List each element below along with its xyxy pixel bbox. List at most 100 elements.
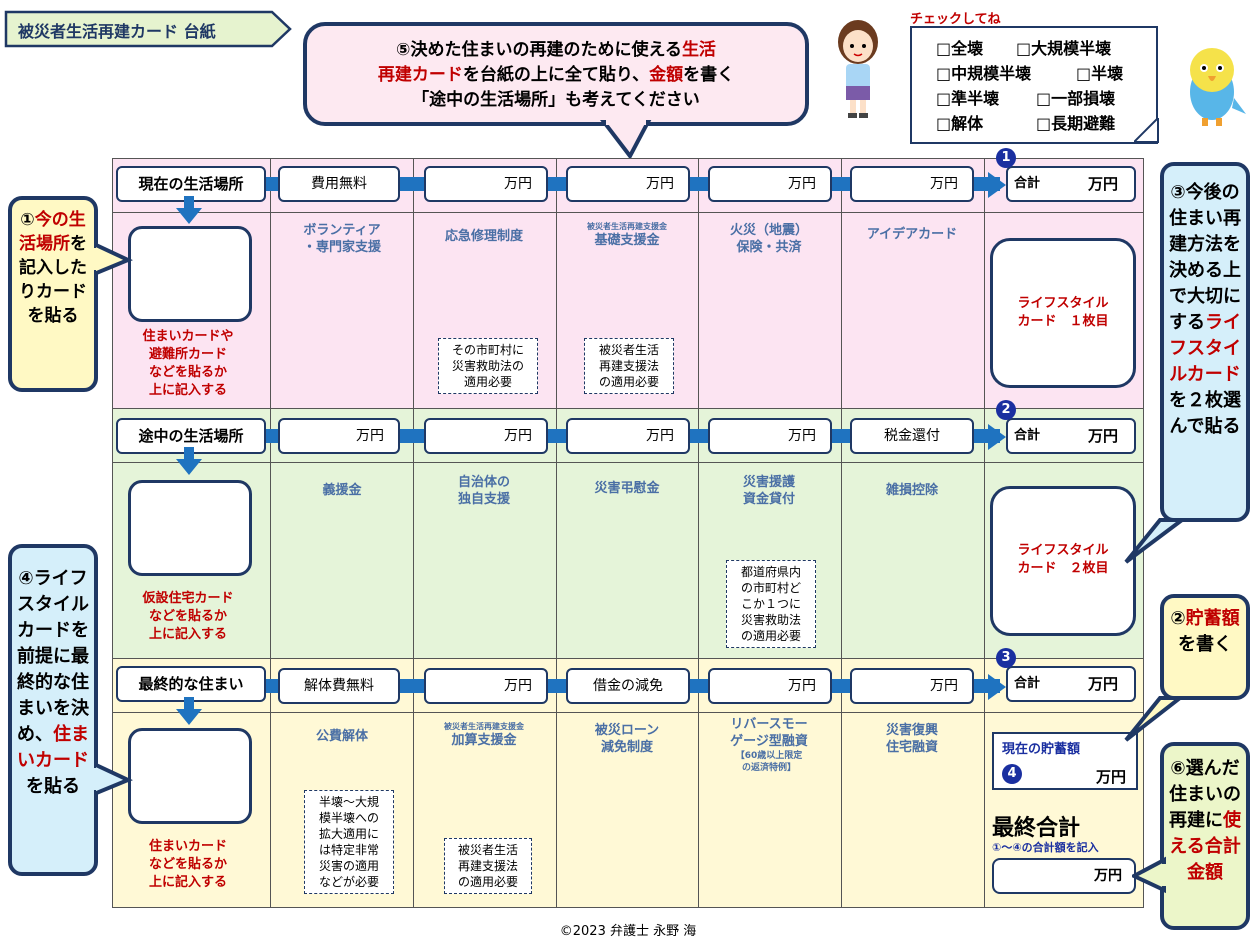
down-arrow-icon bbox=[176, 196, 202, 224]
marker-4-icon: 4 bbox=[1002, 764, 1022, 784]
amount-box[interactable]: 万円 bbox=[424, 418, 548, 454]
category-casualty-deduction: 雑損控除 bbox=[885, 483, 938, 498]
savings-label: 現在の貯蓄額 bbox=[1002, 742, 1081, 757]
checklist-title: チェックしてね bbox=[910, 12, 1001, 27]
subtotal-unit: 万円 bbox=[1087, 675, 1118, 693]
savings-box[interactable]: 現在の貯蓄額 4 万円 bbox=[992, 732, 1138, 790]
amount-box[interactable]: 万円 bbox=[708, 418, 832, 454]
side-note-text: ② bbox=[1170, 608, 1186, 629]
checkbox-ichibu[interactable]: □一部損壊 bbox=[1036, 89, 1116, 108]
side-note-pointer bbox=[94, 761, 133, 797]
marker-1-icon: 1 bbox=[996, 148, 1016, 168]
title-tag-shape bbox=[4, 10, 292, 48]
amount-box[interactable]: 万円 bbox=[566, 166, 690, 202]
row-label-final: 最終的な住まい bbox=[116, 666, 266, 702]
category-reverse-mortgage: リバースモー ゲージ型融資【60歳以上限定 の返済特例】 bbox=[700, 716, 838, 774]
category-small-caption: 被災者生活再建支援金 bbox=[587, 222, 667, 231]
checkbox-hankai[interactable]: □半壊 bbox=[1076, 64, 1124, 83]
grid-line bbox=[112, 462, 1144, 463]
amount-box[interactable]: 万円 bbox=[850, 166, 974, 202]
subtotal-box-3[interactable]: 合計万円 bbox=[1006, 666, 1136, 702]
amount-box[interactable]: 万円 bbox=[278, 418, 400, 454]
side-note-highlight: 住まいカード bbox=[17, 724, 89, 771]
side-note-1: ①今の生活場所を記入したりカードを貼る bbox=[8, 196, 98, 392]
grid-line bbox=[841, 158, 842, 908]
marker-2-icon: 2 bbox=[996, 400, 1016, 420]
category-extra-note: 【60歳以上限定 の返済特例】 bbox=[735, 751, 803, 773]
callout-pointer bbox=[600, 120, 652, 160]
side-note-pointer bbox=[94, 241, 133, 277]
lifestyle-card-slot-2[interactable] bbox=[990, 486, 1136, 636]
amount-box[interactable]: 費用無料 bbox=[278, 166, 400, 202]
grid-line bbox=[984, 158, 985, 908]
card-slot-current[interactable] bbox=[128, 226, 252, 322]
category-additional-support: 被災者生活再建支援金加算支援金 bbox=[416, 722, 552, 749]
grid-line bbox=[556, 158, 557, 908]
final-total-box[interactable]: 万円 bbox=[992, 858, 1136, 894]
grid-line bbox=[112, 408, 1144, 409]
side-note-highlight: 使える合計金額 bbox=[1169, 810, 1241, 883]
amount-box[interactable]: 解体費無料 bbox=[278, 668, 400, 704]
checklist-row: □解体 □長期避難 bbox=[936, 111, 1156, 136]
amount-box[interactable]: 万円 bbox=[566, 418, 690, 454]
subtotal-box-2[interactable]: 合計万円 bbox=[1006, 418, 1136, 454]
side-note-text: を２枚選んで貼る bbox=[1169, 390, 1241, 437]
checkbox-kaitai[interactable]: □解体 bbox=[936, 114, 984, 133]
parakeet-illustration-icon bbox=[1190, 48, 1246, 126]
amount-box[interactable]: 万円 bbox=[424, 166, 548, 202]
category-small-caption: 被災者生活再建支援金 bbox=[444, 722, 524, 731]
category-title: 加算支援金 bbox=[451, 733, 517, 748]
side-note-highlight: 今の生活場所 bbox=[19, 210, 86, 254]
lifestyle-card-slot-1[interactable] bbox=[990, 238, 1136, 388]
category-recovery-housing-loan: 災害復興 住宅融資 bbox=[885, 723, 938, 755]
grid-line bbox=[112, 907, 1144, 908]
checkbox-zenkai[interactable]: □全壊 bbox=[936, 39, 984, 58]
amount-box[interactable]: 万円 bbox=[708, 668, 832, 704]
category-condolence: 災害弔慰金 bbox=[594, 481, 660, 496]
grid-line bbox=[112, 212, 1144, 213]
checkbox-chukibo[interactable]: □中規模半壊 bbox=[936, 64, 1032, 83]
card-slot-caption: 住まいカードや 避難所カード などを貼るか 上に記入する bbox=[142, 329, 234, 398]
instruction-callout-5: ⑤決めた住まいの再建のために使える生活 再建カードを台紙の上に全て貼り、金額を書… bbox=[303, 22, 809, 126]
checkbox-daikibo[interactable]: □大規模半壊 bbox=[1016, 39, 1112, 58]
category-emergency-repair: 応急修理制度 bbox=[444, 229, 523, 244]
card-slot-caption: 仮設住宅カード などを貼るか 上に記入する bbox=[142, 591, 234, 642]
note-disaster-relief-act: その市町村に 災害救助法の 適用必要 bbox=[438, 338, 538, 394]
checkbox-junhankai[interactable]: □準半壊 bbox=[936, 89, 1000, 108]
grid-line bbox=[1143, 158, 1144, 908]
amount-box[interactable]: 税金還付 bbox=[850, 418, 974, 454]
amount-box[interactable]: 万円 bbox=[850, 668, 974, 704]
callout5-text: ⑤決めた住まいの再建のために使える bbox=[396, 40, 682, 60]
amount-box[interactable]: 万円 bbox=[708, 166, 832, 202]
amount-box[interactable]: 借金の減免 bbox=[566, 668, 690, 704]
note-support-act: 被災者生活 再建支援法 の適用必要 bbox=[444, 838, 532, 894]
note-demolition-condition: 半壊～大規 模半壊への 拡大適用に は特定非常 災害の適用 などが必要 bbox=[304, 790, 394, 894]
side-note-text: ⑥選んだ住まいの再建に bbox=[1169, 758, 1241, 831]
side-note-2: ②貯蓄額を書く bbox=[1160, 594, 1250, 700]
subtotal-box-1[interactable]: 合計万円 bbox=[1006, 166, 1136, 202]
grid-line bbox=[112, 658, 1144, 659]
side-note-3: ③今後の住まい再建方法を決める上で大切にするライフスタイルカードを２枚選んで貼る bbox=[1160, 162, 1250, 522]
side-note-text: を貼る bbox=[26, 776, 80, 797]
side-note-text: ① bbox=[20, 210, 35, 230]
amount-box[interactable]: 万円 bbox=[424, 668, 548, 704]
side-note-pointer bbox=[1132, 856, 1168, 894]
category-volunteer: ボランティア ・専門家支援 bbox=[302, 223, 381, 255]
grid-line bbox=[112, 158, 113, 908]
flow-arrow-head-icon bbox=[988, 172, 1006, 198]
lifestyle-card-label-2: ライフスタイル カード ２枚目 bbox=[1017, 543, 1109, 576]
checklist-row: □全壊 □大規模半壊 bbox=[936, 36, 1156, 61]
category-fire-insurance: 火災（地震） 保険・共済 bbox=[729, 223, 808, 255]
category-title: 基礎支援金 bbox=[594, 233, 660, 248]
checkbox-choki[interactable]: □長期避難 bbox=[1036, 114, 1116, 133]
card-slot-final[interactable] bbox=[128, 728, 252, 824]
card-slot-interim[interactable] bbox=[128, 480, 252, 576]
category-loan-reduction: 被災ローン 減免制度 bbox=[594, 723, 660, 755]
savings-unit: 万円 bbox=[1095, 768, 1126, 786]
category-public-demolition: 公費解体 bbox=[315, 729, 368, 744]
grid-line bbox=[112, 712, 1144, 713]
category-relief-loan: 災害援護 資金貸付 bbox=[742, 475, 795, 507]
category-donations: 義援金 bbox=[322, 483, 362, 498]
final-total-title: 最終合計 bbox=[992, 816, 1081, 841]
side-note-6: ⑥選んだ住まいの再建に使える合計金額 bbox=[1160, 742, 1250, 930]
